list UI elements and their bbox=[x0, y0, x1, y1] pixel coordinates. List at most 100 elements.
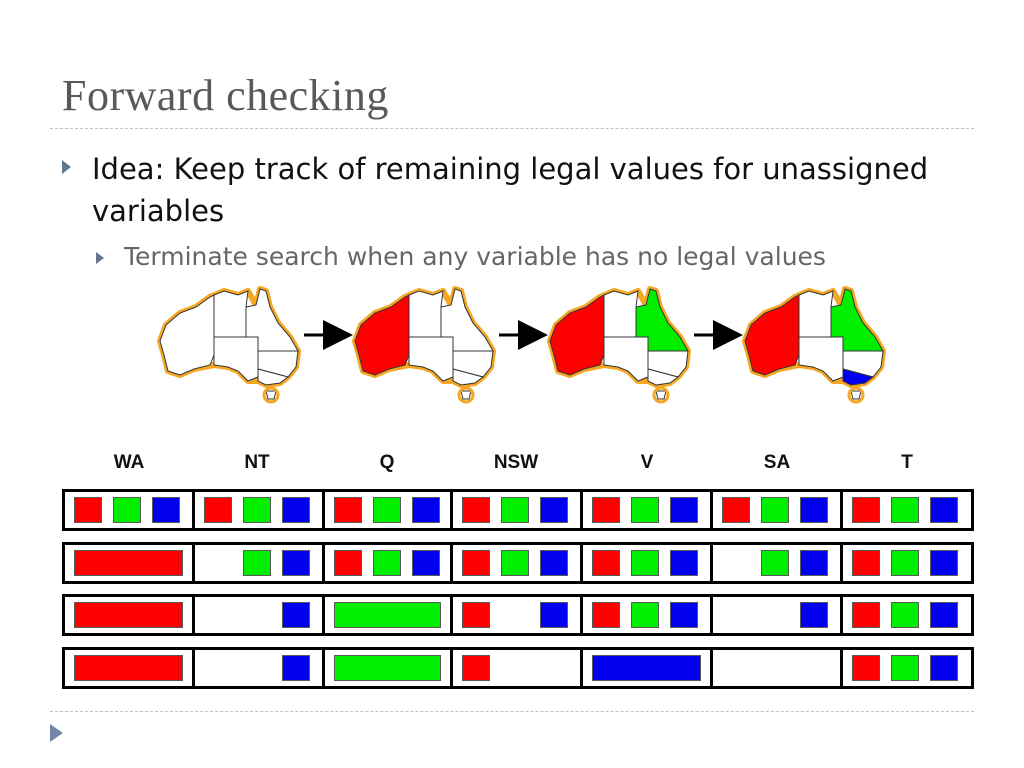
map-region-q bbox=[245, 288, 299, 352]
legal-value-green bbox=[891, 497, 919, 523]
domain-cell-wa bbox=[65, 650, 195, 686]
map-tasmania-outline bbox=[652, 386, 670, 404]
legal-value-green bbox=[501, 550, 529, 576]
legal-value-green bbox=[373, 497, 401, 523]
legal-value-green bbox=[631, 602, 659, 628]
map-region-t bbox=[655, 390, 667, 400]
legal-value-blue bbox=[282, 655, 310, 681]
australia-map-2 bbox=[352, 286, 496, 404]
domain-cell-t bbox=[843, 545, 971, 581]
map-tasmania-outline bbox=[457, 386, 475, 404]
map-region-q bbox=[440, 288, 494, 352]
domain-cell-v bbox=[583, 650, 713, 686]
domain-cell-v bbox=[583, 492, 713, 528]
domain-cell-nsw bbox=[453, 545, 583, 581]
domain-row bbox=[62, 594, 974, 636]
footer-divider bbox=[50, 711, 974, 712]
legal-value-green bbox=[891, 550, 919, 576]
map-region-v bbox=[257, 368, 290, 386]
legal-value-red bbox=[204, 497, 232, 523]
column-header-v: V bbox=[640, 452, 654, 473]
map-region-q bbox=[830, 288, 884, 352]
legal-value-green bbox=[891, 655, 919, 681]
legal-value-blue bbox=[152, 497, 180, 523]
map-region-wa bbox=[549, 294, 605, 376]
domain-row bbox=[62, 647, 974, 689]
domain-row bbox=[62, 489, 974, 531]
legal-value-blue bbox=[930, 497, 958, 523]
map-region-sa bbox=[213, 336, 259, 382]
domain-cell-q bbox=[325, 597, 453, 633]
sub-bullet-terminate: Terminate search when any variable has n… bbox=[124, 242, 826, 271]
domain-cell-q bbox=[325, 650, 453, 686]
map-region-wa bbox=[159, 294, 215, 376]
legal-value-green bbox=[761, 550, 789, 576]
assigned-value-red bbox=[74, 655, 183, 681]
legal-value-red bbox=[462, 550, 490, 576]
domain-cell-q bbox=[325, 492, 453, 528]
column-header-t: T bbox=[901, 452, 913, 473]
sub-bullet-marker-icon bbox=[96, 252, 104, 264]
column-header-q: Q bbox=[379, 452, 395, 473]
legal-value-red bbox=[334, 550, 362, 576]
map-region-nt bbox=[408, 290, 444, 338]
legal-value-blue bbox=[930, 655, 958, 681]
domain-cell-v bbox=[583, 597, 713, 633]
map-region-nt bbox=[603, 290, 639, 338]
legal-value-green bbox=[373, 550, 401, 576]
legal-value-blue bbox=[412, 550, 440, 576]
map-region-nsw bbox=[647, 350, 689, 378]
domain-cell-t bbox=[843, 492, 971, 528]
legal-value-blue bbox=[670, 497, 698, 523]
bullet-marker-icon bbox=[62, 160, 71, 174]
map-region-t bbox=[460, 390, 472, 400]
assigned-value-red bbox=[74, 602, 183, 628]
next-slide-icon[interactable] bbox=[50, 724, 63, 742]
legal-value-blue bbox=[282, 497, 310, 523]
map-region-sa bbox=[408, 336, 454, 382]
legal-value-blue bbox=[670, 602, 698, 628]
legal-value-green bbox=[631, 497, 659, 523]
domain-cell-wa bbox=[65, 545, 195, 581]
legal-value-blue bbox=[670, 550, 698, 576]
legal-value-green bbox=[113, 497, 141, 523]
legal-value-red bbox=[462, 497, 490, 523]
title-divider bbox=[50, 128, 974, 129]
map-region-v bbox=[647, 368, 680, 386]
map-region-t bbox=[265, 390, 277, 400]
map-region-v bbox=[452, 368, 485, 386]
legal-value-red bbox=[852, 550, 880, 576]
legal-value-blue bbox=[540, 497, 568, 523]
assigned-value-green bbox=[334, 602, 441, 628]
map-region-nt bbox=[798, 290, 834, 338]
domain-cell-nt bbox=[195, 597, 325, 633]
domain-cell-t bbox=[843, 597, 971, 633]
domain-cell-sa bbox=[713, 492, 843, 528]
domain-cell-nt bbox=[195, 492, 325, 528]
legal-value-blue bbox=[282, 550, 310, 576]
domain-cell-wa bbox=[65, 492, 195, 528]
map-region-v bbox=[842, 368, 875, 386]
domain-cell-v bbox=[583, 545, 713, 581]
legal-value-red bbox=[852, 655, 880, 681]
map-region-nsw bbox=[452, 350, 494, 378]
legal-value-green bbox=[243, 497, 271, 523]
australia-map-4 bbox=[742, 286, 886, 404]
map-region-t bbox=[850, 390, 862, 400]
australia-map-3 bbox=[547, 286, 691, 404]
legal-value-green bbox=[631, 550, 659, 576]
legal-value-red bbox=[852, 602, 880, 628]
domain-row bbox=[62, 542, 974, 584]
legal-value-blue bbox=[930, 550, 958, 576]
map-region-nt bbox=[213, 290, 249, 338]
map-region-q bbox=[635, 288, 689, 352]
map-region-wa bbox=[354, 294, 410, 376]
legal-value-red bbox=[592, 550, 620, 576]
legal-value-green bbox=[243, 550, 271, 576]
domain-cell-nsw bbox=[453, 597, 583, 633]
legal-value-blue bbox=[282, 602, 310, 628]
domain-cell-nsw bbox=[453, 492, 583, 528]
domain-cell-nt bbox=[195, 650, 325, 686]
column-header-nsw: NSW bbox=[493, 452, 539, 473]
map-tasmania-outline bbox=[847, 386, 865, 404]
